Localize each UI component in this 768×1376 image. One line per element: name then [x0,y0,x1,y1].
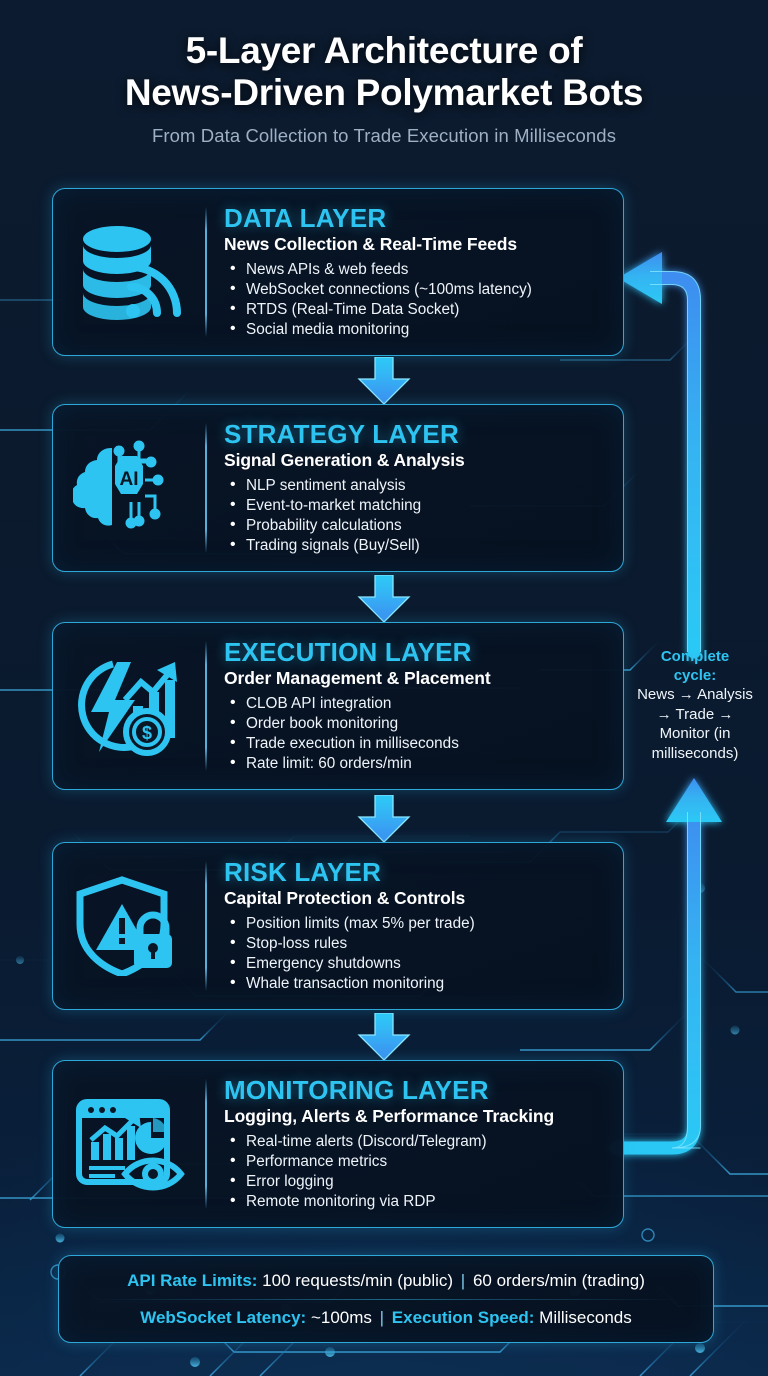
layer-title-data: DATA LAYER [224,202,387,233]
footer-divider [95,1298,677,1300]
list-item: Stop-loss rules [224,933,609,954]
svg-text:AI: AI [120,469,139,490]
icon-divider [205,207,207,337]
layer-bullets-execution: CLOB API integration Order book monitori… [224,693,609,774]
layer-subtitle-risk: Capital Protection & Controls [224,887,466,908]
flow-arrow-execution-to-risk [357,795,411,843]
list-item: Real-time alerts (Discord/Telegram) [224,1131,609,1152]
page-title: 5-Layer Architecture of News-Driven Poly… [0,30,768,114]
title-line-2: News-Driven Polymarket Bots [124,71,644,113]
title-line-1: 5-Layer Architecture of [185,30,583,71]
cycle-heading-line-2: cycle: [673,666,717,684]
layer-card-risk[interactable]: RISK LAYER Capital Protection & Controls… [52,842,624,1010]
layer-body-data: DATA LAYER News Collection & Real-Time F… [207,195,623,349]
footer-separator-1: | [460,1271,466,1290]
list-item: Event-to-market matching [224,495,609,516]
list-item: Rate limit: 60 orders/min [224,753,609,774]
layer-body-execution: EXECUTION LAYER Order Management & Place… [207,629,623,783]
list-item: News APIs & web feeds [224,259,609,280]
ai-brain-circuit-icon: AI [53,405,205,571]
footer-specs-panel: API Rate Limits: 100 requests/min (publi… [58,1255,714,1343]
layer-card-strategy[interactable]: AI STRATEGY LAYER Signal Generation & An… [52,404,624,572]
cycle-heading-line-1: Complete [660,648,730,665]
list-item: Error logging [224,1171,609,1192]
cycle-body-line-4: milliseconds) [651,744,739,762]
list-item: Social media monitoring [224,319,609,340]
layer-subtitle-strategy: Signal Generation & Analysis [224,449,465,470]
layer-subtitle-execution: Order Management & Placement [224,667,491,688]
footer-row-latency-speed: WebSocket Latency: ~100ms | Execution Sp… [59,1305,713,1331]
footer-value-trading-rate: 60 orders/min (trading) [472,1271,645,1290]
layer-subtitle-data: News Collection & Real-Time Feeds [224,233,517,254]
footer-key-execution-speed: Execution Speed: [391,1307,535,1327]
list-item: Trading signals (Buy/Sell) [224,535,609,556]
layer-card-data[interactable]: DATA LAYER News Collection & Real-Time F… [52,188,624,356]
shield-warning-lock-icon [53,843,205,1009]
layer-title-strategy: STRATEGY LAYER [224,418,459,449]
flow-arrow-strategy-to-execution [357,575,411,623]
list-item: CLOB API integration [224,693,609,714]
icon-divider [205,1079,207,1209]
page-header: 5-Layer Architecture of News-Driven Poly… [0,30,768,147]
layer-bullets-strategy: NLP sentiment analysis Event-to-market m… [224,475,609,556]
layer-title-risk: RISK LAYER [224,856,382,887]
layer-bullets-risk: Position limits (max 5% per trade) Stop-… [224,913,609,994]
list-item: Whale transaction monitoring [224,973,609,994]
layer-bullets-data: News APIs & web feeds WebSocket connecti… [224,259,609,340]
icon-divider [205,641,207,771]
dashboard-eye-icon [53,1061,205,1227]
layer-body-risk: RISK LAYER Capital Protection & Controls… [207,849,623,1003]
cycle-body-line-2: → Trade → [656,705,734,723]
layer-card-monitoring[interactable]: MONITORING LAYER Logging, Alerts & Perfo… [52,1060,624,1228]
list-item: Position limits (max 5% per trade) [224,913,609,934]
footer-key-api-rate-limits: API Rate Limits: [127,1271,258,1290]
layer-title-monitoring: MONITORING LAYER [224,1074,489,1105]
list-item: WebSocket connections (~100ms latency) [224,279,609,300]
footer-value-execution-speed: Milliseconds [539,1307,632,1327]
list-item: Trade execution in milliseconds [224,733,609,754]
footer-row-rate-limits: API Rate Limits: 100 requests/min (publi… [59,1268,713,1294]
svg-text:$: $ [142,723,152,743]
list-item: Probability calculations [224,515,609,536]
footer-value-public-rate: 100 requests/min (public) [262,1271,454,1290]
list-item: Performance metrics [224,1151,609,1172]
layer-subtitle-monitoring: Logging, Alerts & Performance Tracking [224,1105,555,1126]
list-item: RTDS (Real-Time Data Socket) [224,299,609,320]
cycle-note: Complete cycle: News → Analysis → Trade … [622,648,768,764]
page-subtitle: From Data Collection to Trade Execution … [151,124,617,146]
footer-value-latency: ~100ms [310,1307,372,1327]
list-item: Remote monitoring via RDP [224,1191,609,1212]
flow-arrow-risk-to-monitoring [357,1013,411,1061]
cycle-body-line-3: Monitor (in [659,725,731,743]
icon-divider [205,423,207,553]
list-item: Order book monitoring [224,713,609,734]
lightning-chart-dollar-icon: $ [53,623,205,789]
layer-body-strategy: STRATEGY LAYER Signal Generation & Analy… [207,411,623,565]
flow-arrow-data-to-strategy [357,357,411,405]
layer-body-monitoring: MONITORING LAYER Logging, Alerts & Perfo… [207,1067,623,1221]
icon-divider [205,861,207,991]
layer-title-execution: EXECUTION LAYER [224,636,472,667]
layer-bullets-monitoring: Real-time alerts (Discord/Telegram) Perf… [224,1131,609,1212]
layer-card-execution[interactable]: $ EXECUTION LAYER Order Management & Pla… [52,622,624,790]
database-rss-icon [53,189,205,355]
list-item: Emergency shutdowns [224,953,609,974]
list-item: NLP sentiment analysis [224,475,609,496]
footer-key-websocket-latency: WebSocket Latency: [140,1307,307,1327]
footer-separator-2: | [379,1307,385,1327]
cycle-body-line-1: News → Analysis [637,686,753,704]
